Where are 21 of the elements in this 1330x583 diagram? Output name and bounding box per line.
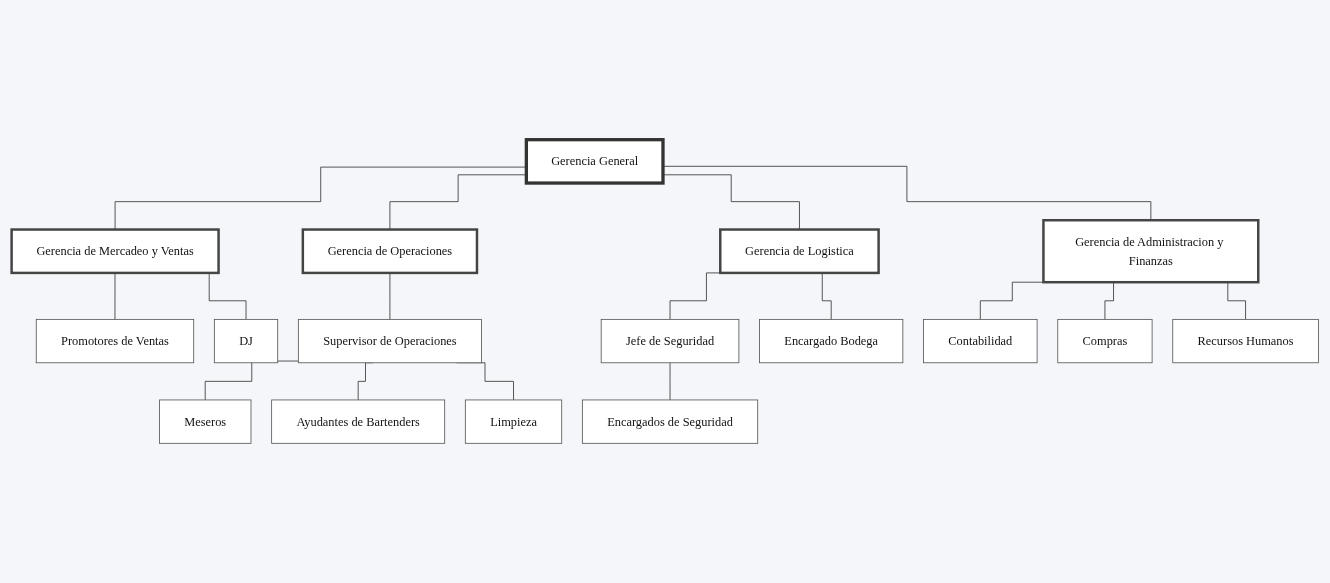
- node-box: Supervisor de Operaciones: [297, 318, 482, 364]
- node-box: Promotores de Ventas: [35, 318, 195, 364]
- node-box: Gerencia de Mercadeo y Ventas: [10, 228, 220, 275]
- node-box: Recursos Humanos: [1172, 318, 1319, 364]
- node-box: DJ: [213, 318, 279, 364]
- connector: [669, 362, 671, 401]
- node-box: Gerencia de Administracion y Finanzas: [1042, 219, 1260, 284]
- node-box: Encargados de Seguridad: [581, 399, 759, 444]
- node-box: Meseros: [159, 399, 252, 444]
- node-box: Ayudantes de Bartenders: [271, 399, 446, 444]
- node-box: Compras: [1057, 318, 1153, 364]
- connector: [979, 281, 1045, 320]
- node-box: Gerencia de Logistica: [719, 228, 880, 275]
- connector: [389, 272, 391, 320]
- node-box: Limpieza: [464, 399, 563, 444]
- node-box: Gerencia de Operaciones: [301, 228, 479, 275]
- node-box: Gerencia General: [524, 138, 665, 185]
- node-box: Jefe de Seguridad: [600, 318, 740, 364]
- node-box: Encargado Bodega: [759, 318, 904, 364]
- node-box: Contabilidad: [923, 318, 1038, 364]
- connector: [114, 272, 116, 320]
